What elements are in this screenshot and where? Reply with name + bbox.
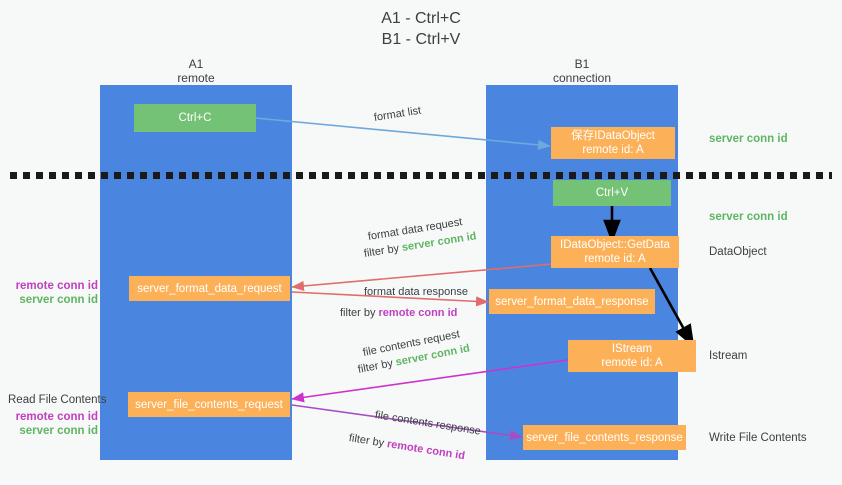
node-save-idataobject-line1: 保存IDataObject bbox=[571, 130, 655, 142]
node-istream-line2: remote id: A bbox=[601, 357, 663, 369]
annotation-read-file-contents: Read File Contents bbox=[8, 394, 107, 406]
annotation-istream: Istream bbox=[709, 350, 748, 362]
annotation-server-conn-id-mid: server conn id bbox=[709, 211, 788, 223]
node-istream[interactable]: IStream remote id: A bbox=[568, 340, 696, 372]
node-ctrl-c[interactable]: Ctrl+C bbox=[134, 104, 256, 132]
node-ctrl-v-label: Ctrl+V bbox=[595, 187, 629, 199]
node-server-format-data-response-label: server_format_data_response bbox=[495, 295, 649, 308]
node-server-file-contents-request[interactable]: server_file_contents_request bbox=[128, 392, 290, 417]
annotation-server-conn-id-top: server conn id bbox=[709, 133, 788, 145]
arrow-file-contents-request bbox=[291, 359, 569, 403]
annotation-server-conn-id-upper: server conn id bbox=[19, 294, 98, 306]
node-getdata-line2: remote id: A bbox=[584, 253, 646, 265]
node-save-idataobject[interactable]: 保存IDataObject remote id: A bbox=[551, 127, 675, 159]
column-header-b1: B1 connection bbox=[486, 57, 678, 85]
arrow-format-list bbox=[254, 117, 551, 150]
node-server-format-data-request[interactable]: server_format_data_request bbox=[129, 276, 290, 301]
node-ctrl-v[interactable]: Ctrl+V bbox=[553, 180, 671, 206]
edge-label-format-data-response-filter: filter by remote conn id bbox=[340, 306, 457, 320]
node-server-format-data-request-label: server_format_data_request bbox=[137, 282, 282, 295]
column-header-a1: A1 remote bbox=[100, 57, 292, 85]
annotation-left-conn-ids-lower: remote conn id server conn id bbox=[10, 410, 98, 438]
node-getdata[interactable]: IDataObject::GetData remote id: A bbox=[551, 236, 679, 268]
arrow-getdata-to-istream bbox=[648, 267, 695, 348]
arrow-file-contents-response bbox=[291, 404, 523, 441]
page-title: A1 - Ctrl+C B1 - Ctrl+V bbox=[381, 10, 461, 48]
annotation-data-object: DataObject bbox=[709, 246, 767, 258]
annotation-write-file-contents: Write File Contents bbox=[709, 432, 807, 444]
annotation-remote-conn-id-lower: remote conn id bbox=[15, 411, 98, 423]
annotation-server-conn-id-lower: server conn id bbox=[19, 425, 98, 437]
edge-label-format-data-response: format data response bbox=[364, 286, 468, 298]
annotation-remote-conn-id-upper: remote conn id bbox=[15, 280, 98, 292]
column-header-b1-name: B1 bbox=[574, 57, 590, 71]
filter-prefix: filter by bbox=[340, 307, 379, 319]
node-server-format-data-response[interactable]: server_format_data_response bbox=[489, 289, 655, 314]
column-header-a1-sub: remote bbox=[177, 71, 215, 85]
annotation-left-conn-ids-upper: remote conn id server conn id bbox=[10, 279, 98, 307]
node-getdata-line1: IDataObject::GetData bbox=[560, 239, 670, 251]
node-server-file-contents-request-label: server_file_contents_request bbox=[135, 398, 283, 411]
node-istream-line1: IStream bbox=[611, 343, 653, 355]
arrow-format-data-response bbox=[291, 291, 489, 307]
node-server-file-contents-response[interactable]: server_file_contents_response bbox=[523, 425, 686, 450]
dashed-divider bbox=[10, 172, 832, 179]
arrow-format-data-request bbox=[291, 263, 553, 292]
column-header-a1-name: A1 bbox=[188, 57, 204, 71]
node-server-file-contents-response-label: server_file_contents_response bbox=[526, 431, 683, 444]
node-ctrl-c-label: Ctrl+C bbox=[178, 112, 212, 124]
node-save-idataobject-line2: remote id: A bbox=[582, 144, 644, 156]
filter-value-remote-conn-id: remote conn id bbox=[378, 307, 458, 319]
column-header-b1-sub: connection bbox=[552, 71, 612, 85]
